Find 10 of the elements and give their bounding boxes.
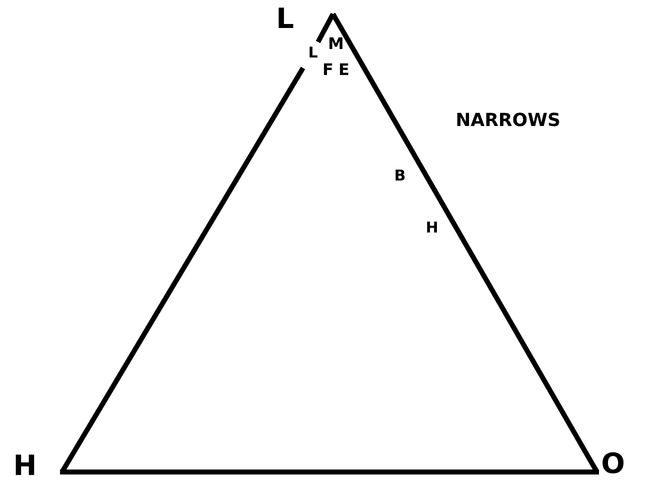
point-label: F — [322, 62, 334, 78]
point-label: L — [308, 46, 318, 60]
point-label: E — [338, 62, 350, 78]
vertex-label: L — [276, 5, 294, 33]
region-label: NARROWS — [456, 112, 560, 130]
vertex-label: O — [601, 450, 625, 478]
point-label: B — [394, 168, 406, 184]
point-label: M — [328, 36, 344, 52]
point-label: H — [426, 220, 438, 236]
vertex-label: H — [13, 452, 37, 480]
